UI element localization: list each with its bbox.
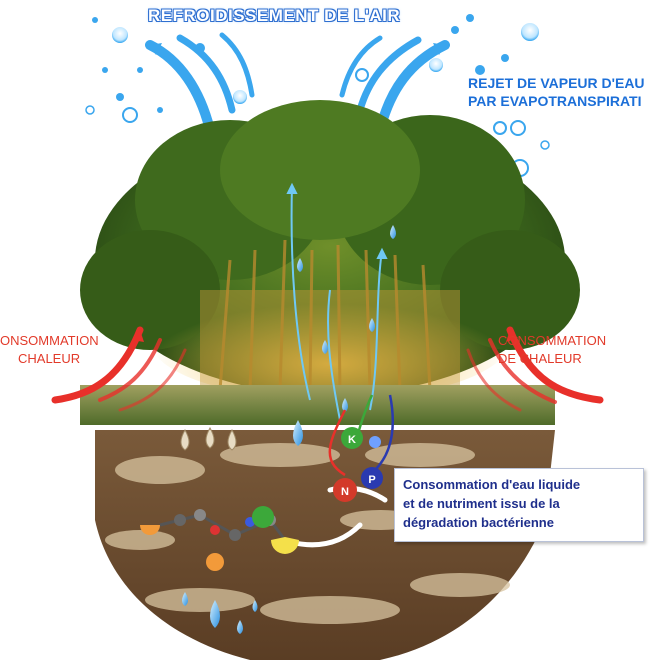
nutrient-p-label: P [368,474,375,486]
title-air-cooling: REFROIDISSEMENT DE L'AIR [148,6,401,25]
bamboo-canopy [80,100,580,400]
root-drops [180,426,237,451]
nutrient-n [333,478,357,502]
heat-left-line1: ONSOMMATION [0,333,99,348]
heat-right-line1: CONSOMMATION [498,333,607,348]
heat-arrows-right [466,326,604,412]
sap-arrows [286,182,388,421]
bacteria [140,506,299,571]
water-drops [182,225,396,634]
vapour-label-line2: PAR EVAPOTRANSPIRATI [468,93,642,109]
heat-right-line2: DE CHALEUR [498,351,582,366]
nutrient-p [361,467,383,489]
nutrient-n-label: N [341,486,349,498]
info-box: Consommation d'eau liquide et de nutrime… [394,468,644,542]
info-box-line1: Consommation d'eau liquide [403,477,581,492]
info-box-line2: et de nutriment issu de la [403,496,560,511]
nutrient-k-label: K [348,434,356,446]
nutrient-balls: K P N [333,427,383,502]
heat-arrows-left [51,326,187,412]
heat-left-line2: CHALEUR [18,351,81,366]
ground-strip [80,385,555,425]
nutrient-k [341,427,363,449]
vapour-label-line1: REJET DE VAPEUR D'EAU [468,75,645,91]
info-box-line3: dégradation bactérienne [403,515,554,530]
